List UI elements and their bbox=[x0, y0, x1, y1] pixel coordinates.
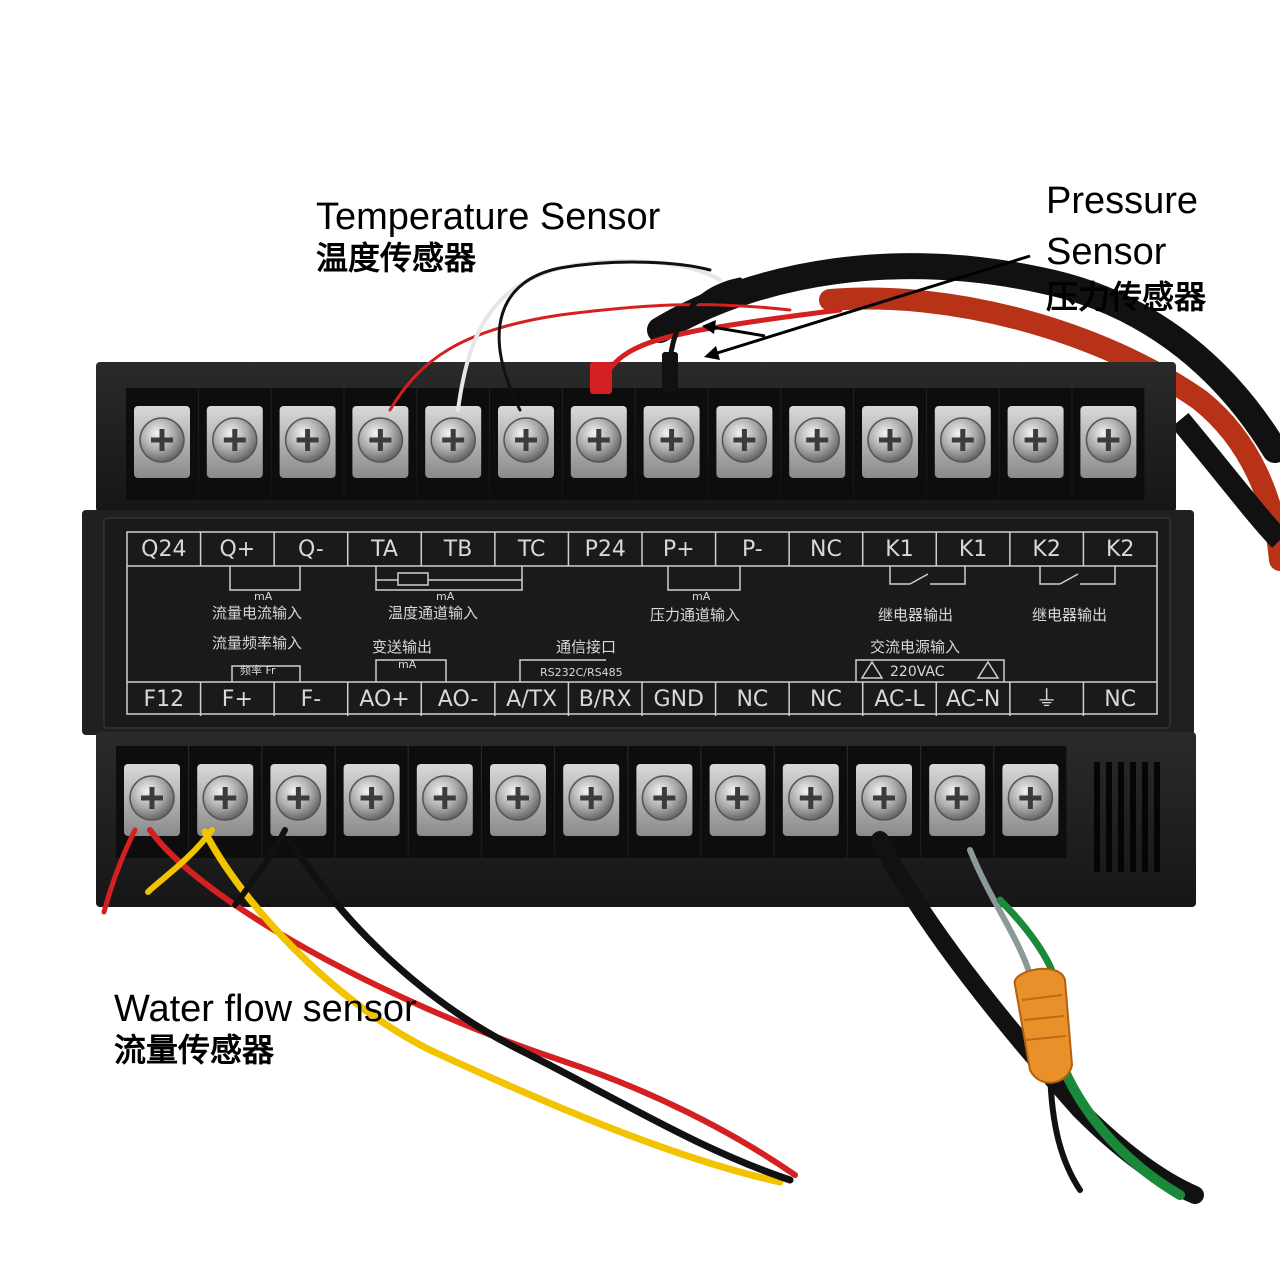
bottom-terminal-label-7: B/RX bbox=[579, 687, 632, 712]
transmit-output-label: 变送输出 bbox=[372, 638, 432, 656]
top-label-row: Q24 Q+ Q- TA TB TC P24 P+ P- NC K1 K1 K2 K2 bbox=[141, 532, 1134, 566]
bottom-terminal-label-14: NC bbox=[1104, 687, 1136, 712]
pressure-sensor-wires bbox=[590, 277, 843, 394]
top-terminal-9 bbox=[708, 388, 781, 500]
bottom-terminal-6 bbox=[482, 746, 554, 858]
top-terminal-label-5: TB bbox=[443, 537, 473, 562]
top-terminal-11 bbox=[854, 388, 926, 500]
relay-output-2-label: 继电器输出 bbox=[1032, 606, 1107, 624]
top-terminal-strip bbox=[126, 388, 1145, 500]
top-terminal-label-4: TA bbox=[370, 537, 398, 562]
voltage-label: 220VAC bbox=[890, 664, 945, 680]
bottom-terminal-7 bbox=[555, 746, 628, 858]
top-terminal-3 bbox=[271, 388, 344, 500]
pressure-sensor-label-zh: 压力传感器 bbox=[1046, 278, 1207, 315]
rs-protocols-label: RS232C/RS485 bbox=[540, 666, 623, 679]
bottom-terminal-label-11: AC-L bbox=[874, 687, 925, 712]
pressure-channel-input-label: 压力通道输入 bbox=[650, 606, 740, 624]
bottom-terminal-label-1: F12 bbox=[143, 687, 184, 712]
panel-group-text: 流量电流输入 温度通道输入 压力通道输入 继电器输出 继电器输出 mA mA m… bbox=[212, 590, 1107, 680]
water-flow-sensor-wires bbox=[101, 827, 798, 1186]
top-terminal-label-9: P- bbox=[742, 537, 763, 562]
top-terminal-14 bbox=[1072, 388, 1145, 500]
top-terminal-label-7: P24 bbox=[585, 537, 626, 562]
top-terminal-label-14: K2 bbox=[1106, 537, 1134, 562]
bottom-terminal-label-12: AC-N bbox=[946, 687, 1000, 712]
bottom-terminal-12 bbox=[921, 746, 994, 858]
bottom-terminal-label-9: NC bbox=[736, 687, 768, 712]
top-terminal-1 bbox=[126, 388, 198, 500]
bottom-terminal-4 bbox=[335, 746, 408, 858]
bottom-terminal-strip bbox=[116, 746, 1067, 858]
bottom-terminal-10 bbox=[774, 746, 847, 858]
top-terminal-label-10: NC bbox=[810, 537, 842, 562]
bottom-terminal-label-2: F+ bbox=[222, 687, 253, 712]
panel-schematics bbox=[229, 566, 1116, 682]
top-terminal-label-12: K1 bbox=[959, 537, 987, 562]
bottom-terminal-label-3: F- bbox=[301, 687, 322, 712]
flow-freq-input-label: 流量频率输入 bbox=[212, 634, 302, 652]
flow-current-input-label: 流量电流输入 bbox=[212, 604, 302, 622]
temperature-sensor-label-zh: 温度传感器 bbox=[316, 239, 477, 276]
ma-label-1: mA bbox=[254, 590, 273, 603]
temperature-sensor-label-en: Temperature Sensor bbox=[316, 196, 661, 238]
pressure-sensor-callout: Pressure Sensor 压力传感器 bbox=[1046, 176, 1206, 315]
temperature-sensor-callout: Temperature Sensor 温度传感器 bbox=[316, 196, 660, 276]
water-flow-sensor-callout: Water flow sensor 流量传感器 bbox=[114, 988, 417, 1068]
top-terminal-7 bbox=[562, 388, 635, 500]
top-terminal-5 bbox=[417, 388, 490, 500]
bottom-terminal-2 bbox=[189, 746, 262, 858]
top-terminal-8 bbox=[635, 388, 708, 500]
temperature-sensor-wires bbox=[388, 259, 792, 412]
top-terminal-6 bbox=[490, 388, 562, 500]
bottom-terminal-13 bbox=[994, 746, 1067, 858]
top-terminal-label-13: K2 bbox=[1032, 537, 1060, 562]
vent-slots bbox=[1094, 762, 1160, 872]
water-flow-sensor-label-en: Water flow sensor bbox=[114, 988, 417, 1030]
top-terminal-13 bbox=[999, 388, 1072, 500]
bottom-terminal-3 bbox=[262, 746, 335, 858]
top-terminal-12 bbox=[926, 388, 999, 500]
ma-label-2: mA bbox=[436, 590, 455, 603]
bottom-terminal-label-13: ⏚ bbox=[1036, 687, 1058, 712]
comm-interface-label: 通信接口 bbox=[556, 638, 616, 656]
bottom-terminal-label-8: GND bbox=[654, 687, 704, 712]
bottom-terminal-label-4: AO+ bbox=[359, 687, 409, 712]
top-terminal-label-11: K1 bbox=[885, 537, 913, 562]
wire-nut-connector bbox=[1013, 967, 1074, 1084]
bottom-terminal-5 bbox=[408, 746, 481, 858]
top-terminal-10 bbox=[781, 388, 854, 500]
bottom-terminal-label-6: A/TX bbox=[506, 687, 557, 712]
pressure-sensor-label-en-1: Pressure bbox=[1046, 180, 1199, 222]
water-flow-sensor-label-zh: 流量传感器 bbox=[114, 1031, 275, 1068]
top-terminal-label-6: TC bbox=[517, 537, 546, 562]
callout-arrows bbox=[702, 254, 1031, 360]
freq-fr-label: 频率 Fr bbox=[240, 663, 276, 677]
bottom-label-row: F12 F+ F- AO+ AO- A/TX B/RX GND NC NC AC-L AC-N ⏚ NC bbox=[143, 682, 1136, 716]
top-terminal-label-2: Q+ bbox=[219, 537, 255, 562]
top-terminal-label-8: P+ bbox=[663, 537, 695, 562]
bottom-terminal-9 bbox=[701, 746, 774, 858]
relay-output-1-label: 继电器输出 bbox=[878, 606, 953, 624]
top-terminal-2 bbox=[198, 388, 271, 500]
pressure-sensor-label-en-2: Sensor bbox=[1046, 231, 1167, 274]
temp-channel-input-label: 温度通道输入 bbox=[388, 604, 478, 622]
ma-label-3: mA bbox=[692, 590, 711, 603]
top-terminal-label-1: Q24 bbox=[141, 537, 186, 562]
ac-power-input-label: 交流电源输入 bbox=[870, 638, 960, 656]
ma-label-4: mA bbox=[398, 658, 417, 671]
bottom-terminal-8 bbox=[628, 746, 701, 858]
top-terminal-label-3: Q- bbox=[298, 537, 324, 562]
warning-icon bbox=[860, 660, 1000, 679]
bottom-terminal-label-5: AO- bbox=[438, 687, 479, 712]
top-terminal-4 bbox=[344, 388, 417, 500]
bottom-terminal-label-10: NC bbox=[810, 687, 842, 712]
bottom-terminal-1 bbox=[116, 746, 188, 858]
